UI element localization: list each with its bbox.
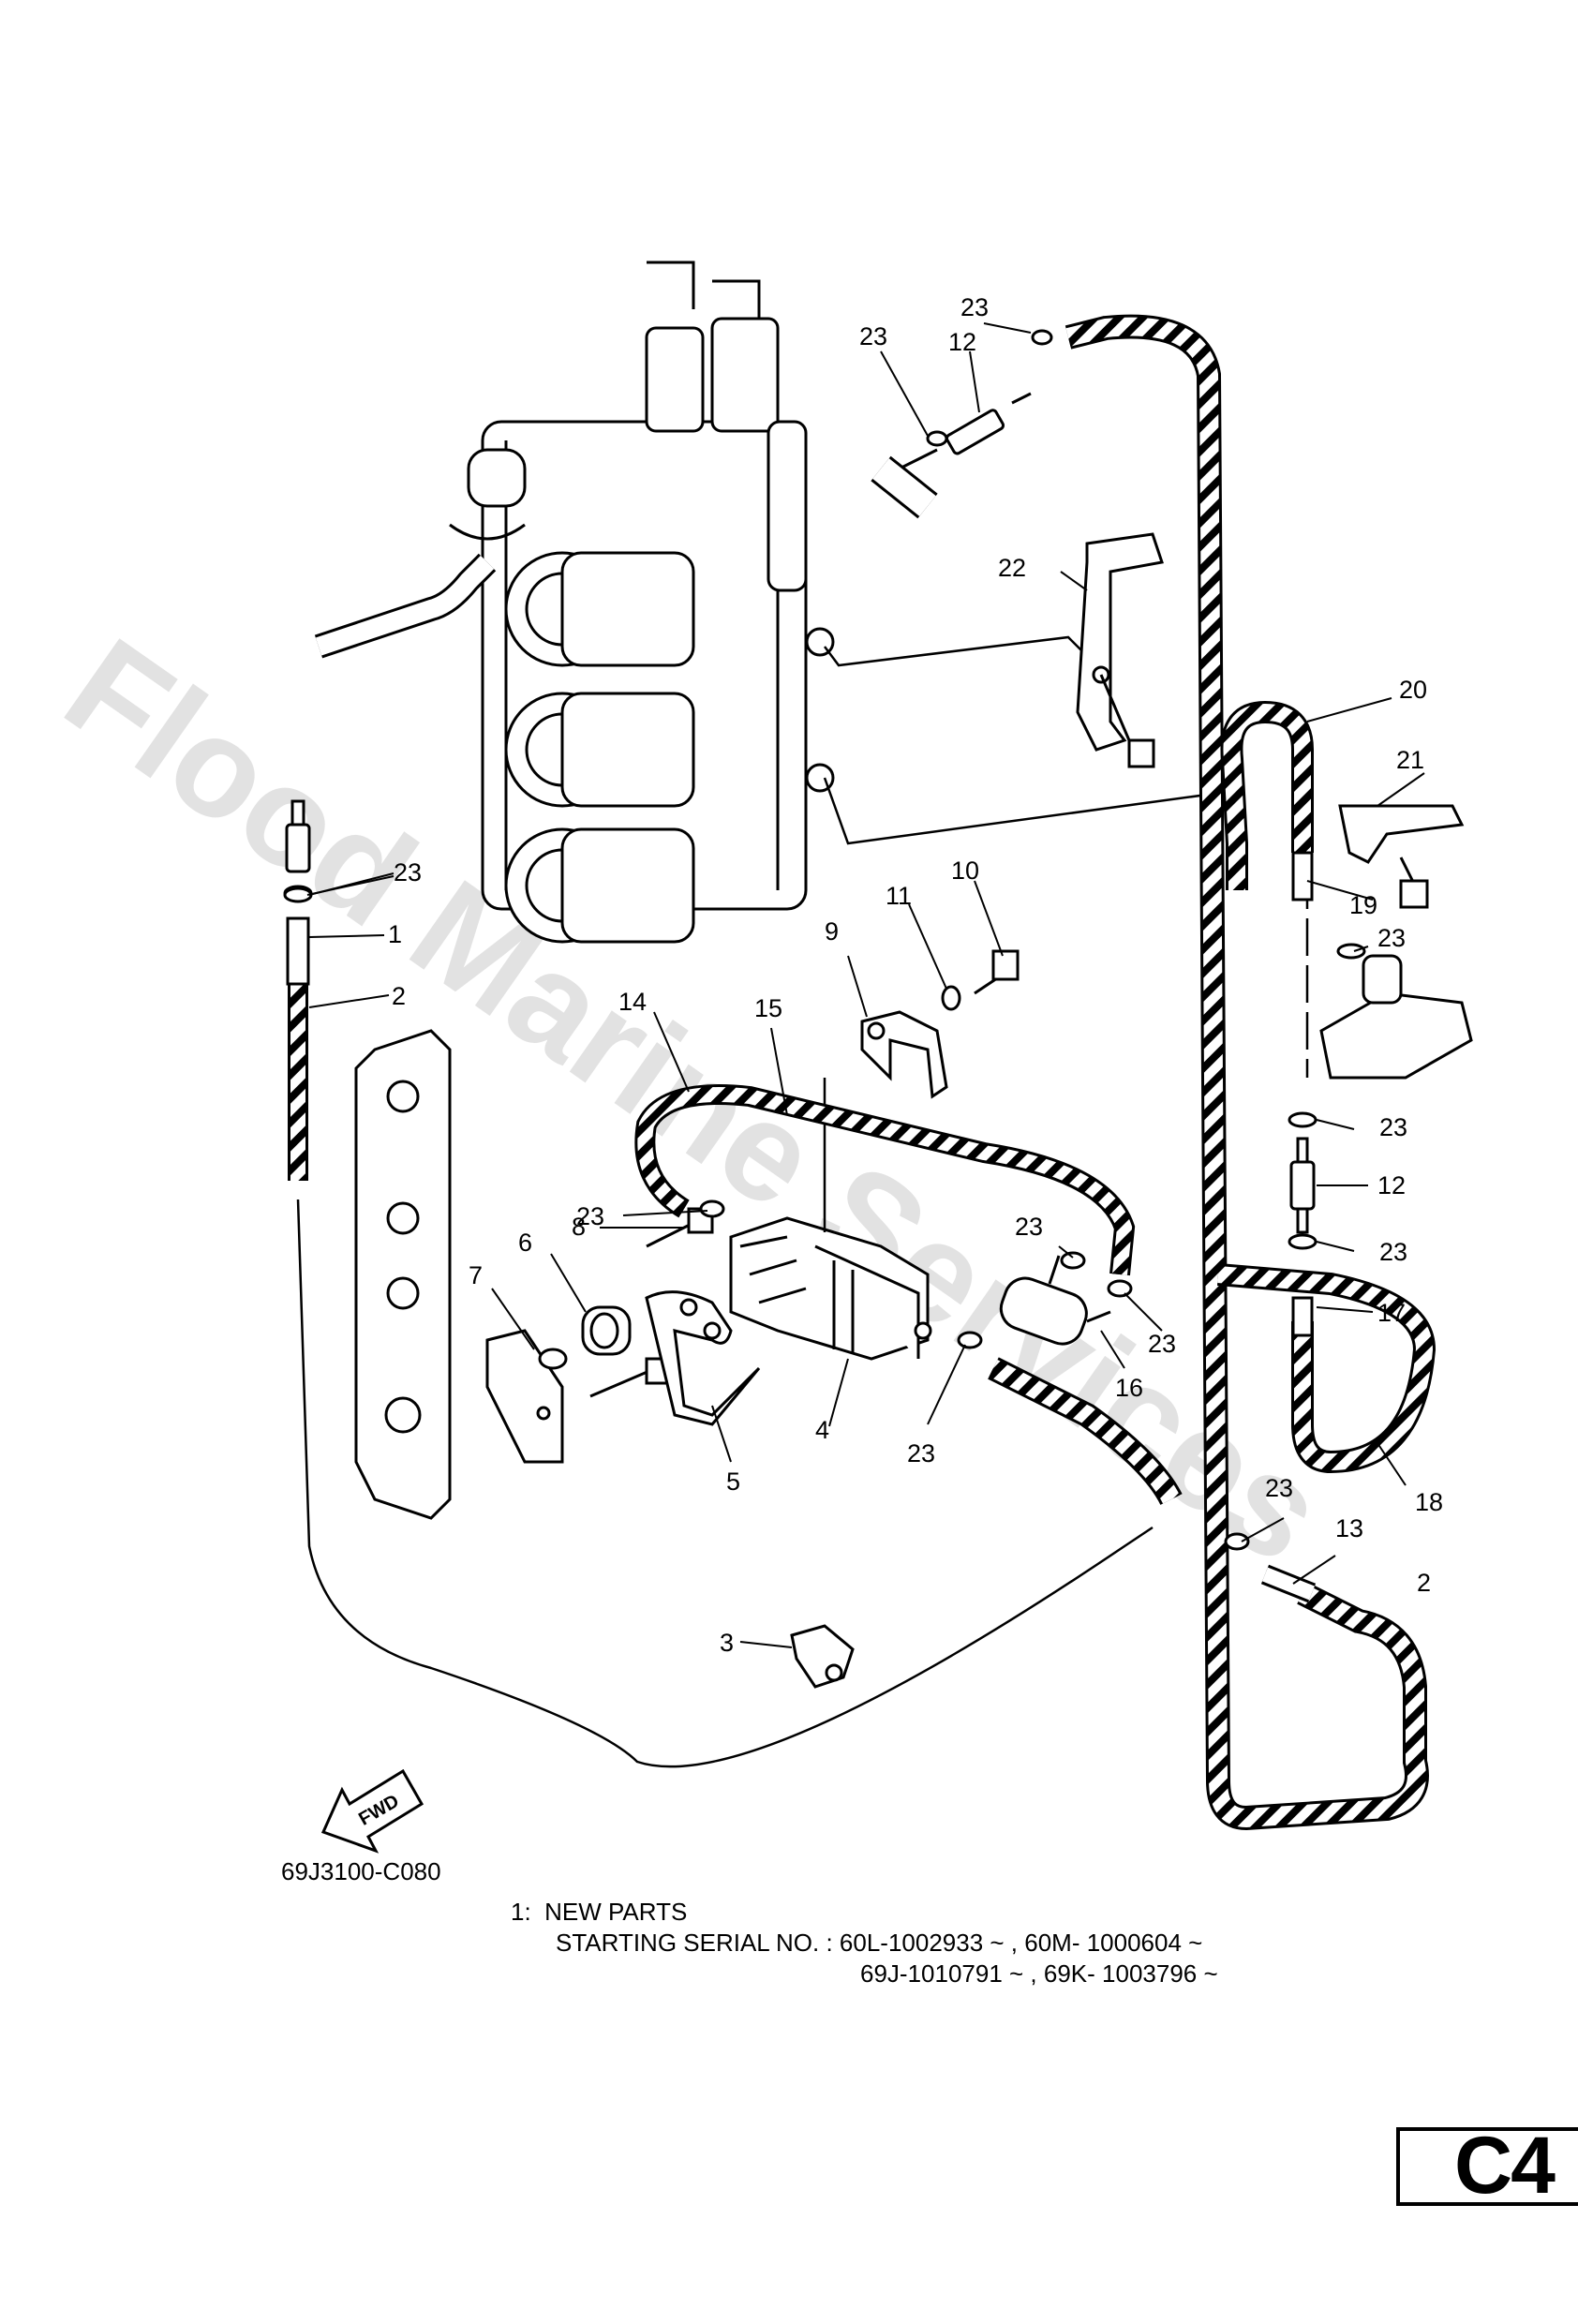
hose-part-20 bbox=[1220, 700, 1314, 890]
callout-15: 15 bbox=[754, 994, 782, 1022]
callout-6: 6 bbox=[518, 1229, 532, 1257]
routing-line-bottom bbox=[296, 1199, 1154, 1768]
bracket-part-22 bbox=[1076, 532, 1164, 768]
bracket-part-7 bbox=[485, 1329, 568, 1464]
washer-part-11 bbox=[941, 985, 961, 1011]
clamps-part-23 bbox=[283, 329, 1366, 1551]
callout-11: 11 bbox=[886, 882, 912, 910]
callout-23d: 23 bbox=[1377, 924, 1406, 952]
callout-23g: 23 bbox=[576, 1202, 604, 1230]
callout-23k: 23 bbox=[1265, 1474, 1293, 1502]
callout-23e: 23 bbox=[1379, 1113, 1407, 1141]
callout-13: 13 bbox=[1335, 1514, 1363, 1542]
joint-part-12-top bbox=[899, 392, 1032, 470]
hose-2-lower bbox=[988, 1357, 1183, 1506]
diagram-code: 69J3100-C080 bbox=[281, 1857, 441, 1885]
bolt-part-10 bbox=[974, 949, 1020, 995]
callout-12: 12 bbox=[948, 328, 976, 356]
callout-1: 1 bbox=[388, 920, 402, 948]
callout-labels: 1 2 2 3 4 5 6 7 8 9 10 11 12 12 13 14 15… bbox=[388, 293, 1443, 1657]
callout-20: 20 bbox=[1399, 676, 1427, 704]
clip-part-3 bbox=[790, 1624, 855, 1689]
callout-7: 7 bbox=[469, 1261, 483, 1289]
cover-plate bbox=[354, 1029, 452, 1520]
callout-19: 19 bbox=[1349, 891, 1377, 919]
notes-block: 1: NEW PARTS STARTING SERIAL NO. : 60L-1… bbox=[511, 1897, 1218, 1989]
hose-part-13 bbox=[1260, 1564, 1317, 1603]
small-hose-top bbox=[871, 455, 938, 519]
fwd-arrow-icon: FWD bbox=[320, 1768, 424, 1854]
callout-8: 8 bbox=[572, 1213, 586, 1241]
callout-22: 22 bbox=[998, 554, 1026, 582]
bracket-part-9 bbox=[860, 1010, 948, 1099]
page-code: C4 bbox=[1454, 2121, 1556, 2211]
callout-23c: 23 bbox=[394, 858, 422, 886]
callout-18: 18 bbox=[1415, 1488, 1443, 1516]
callout-10: 10 bbox=[951, 857, 979, 885]
callout-23i: 23 bbox=[1148, 1330, 1176, 1358]
filter-part-16 bbox=[999, 1255, 1111, 1346]
throttle-body-assembly bbox=[314, 261, 835, 944]
callout-14: 14 bbox=[618, 988, 647, 1016]
callout-5: 5 bbox=[726, 1467, 740, 1496]
bracket-part-21 bbox=[1338, 804, 1465, 909]
callout-12b: 12 bbox=[1377, 1171, 1406, 1199]
callout-23j: 23 bbox=[907, 1439, 935, 1467]
hose-part-15 bbox=[634, 1084, 1136, 1276]
callout-16: 16 bbox=[1115, 1374, 1143, 1402]
serial-line-2: 69J-1010791 ~ , 69K- 1003796 ~ bbox=[860, 1959, 1218, 1988]
callout-2: 2 bbox=[392, 982, 406, 1010]
callout-leaders bbox=[306, 322, 1425, 1648]
callout-17: 17 bbox=[1377, 1299, 1406, 1327]
callout-4: 4 bbox=[815, 1416, 829, 1444]
bracket-part-5 bbox=[645, 1290, 761, 1426]
callout-23b: 23 bbox=[859, 322, 887, 350]
charcoal-canister-part-4 bbox=[729, 1216, 932, 1361]
callout-21: 21 bbox=[1396, 746, 1424, 774]
callout-9: 9 bbox=[825, 917, 839, 946]
joint-part-12-right bbox=[1289, 1137, 1316, 1234]
screw-lower bbox=[589, 1357, 675, 1398]
note-number: 1: bbox=[511, 1898, 531, 1926]
callout-3: 3 bbox=[720, 1629, 734, 1657]
joint-part-19 bbox=[1291, 851, 1314, 901]
callout-23a: 23 bbox=[960, 293, 989, 321]
hose-part-18 bbox=[1217, 1263, 1437, 1474]
callout-23f: 23 bbox=[1379, 1238, 1407, 1266]
valve-body bbox=[1319, 954, 1473, 1080]
callout-23h: 23 bbox=[1015, 1213, 1043, 1241]
grommet-part-6 bbox=[581, 1305, 632, 1356]
notes-heading: 1: NEW PARTS bbox=[511, 1897, 1218, 1928]
note-title: NEW PARTS bbox=[544, 1898, 688, 1926]
vapor-hose-2-upper bbox=[1064, 314, 1429, 1831]
serial-line-1: STARTING SERIAL NO. : 60L-1002933 ~ , 60… bbox=[556, 1929, 1203, 1957]
callout-2b: 2 bbox=[1417, 1569, 1431, 1597]
hose-2-left bbox=[283, 799, 313, 1181]
page-code-box bbox=[1396, 2127, 1578, 2206]
